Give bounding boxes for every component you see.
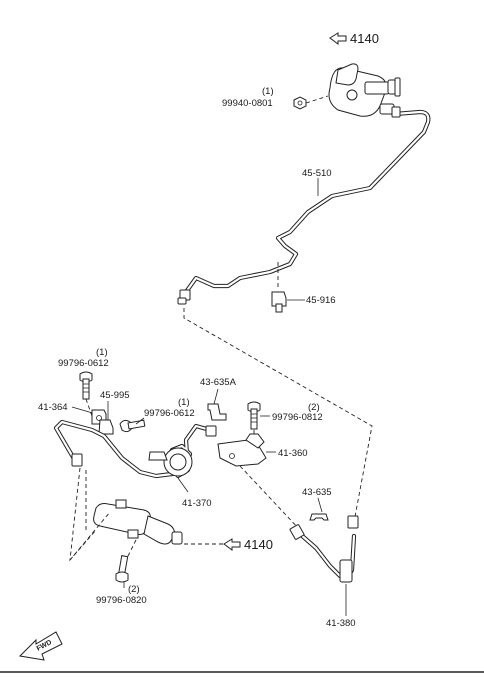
bracket-41-360	[217, 433, 267, 467]
clip-45-916	[271, 291, 287, 313]
bolt-top-part-label: 99796-0612	[58, 358, 109, 369]
clip-mid-label: 45-995	[100, 390, 130, 401]
bolt-icon	[119, 419, 146, 433]
bolt-mid-part-label: 99796-0612	[144, 408, 195, 419]
reference-arrow-icon	[329, 32, 347, 45]
reference-arrow-icon	[223, 538, 241, 551]
ref-label-bottom: 4140	[244, 537, 273, 552]
bolt-icon	[247, 401, 261, 430]
pipe-upper-label: 45-510	[302, 168, 332, 179]
nut-part-label: 99940-0801	[222, 98, 273, 109]
nut-qty-label: (1)	[262, 86, 274, 97]
ref-label-top: 4140	[350, 31, 379, 46]
clip-43-635	[309, 513, 329, 521]
bolt-icon	[115, 555, 129, 583]
bolt-right-qty-label: (2)	[308, 402, 320, 413]
bolt-bottom-qty-label: (2)	[128, 584, 140, 595]
nut-icon	[293, 96, 307, 110]
hose-41-380	[289, 515, 359, 583]
clip-upper-label: 45-916	[306, 295, 336, 306]
bolt-right-part-label: 99796-0812	[272, 412, 323, 423]
bolt-bottom-part-label: 99796-0820	[96, 595, 147, 606]
pipe-45-510	[177, 106, 431, 305]
bracket-clip-43-635A	[207, 403, 227, 421]
fwd-arrow-icon	[18, 631, 63, 661]
bolt-mid-qty-label: (1)	[178, 397, 190, 408]
master-cylinder	[328, 63, 401, 117]
pipe-lower-label: 41-370	[182, 498, 212, 509]
bolt-icon	[79, 371, 93, 400]
pipe-41-370	[53, 419, 217, 479]
release-cylinder	[93, 499, 183, 545]
bolt-top-qty-label: (1)	[96, 347, 108, 358]
hose-label: 41-380	[326, 618, 356, 629]
clamp-left-label: 41-364	[38, 402, 68, 413]
clip-45-995	[98, 419, 114, 435]
bracket-right-label: 41-360	[278, 448, 308, 459]
bracket-clip-label: 43-635A	[200, 377, 237, 388]
clip-lower-label: 43-635	[302, 487, 332, 498]
